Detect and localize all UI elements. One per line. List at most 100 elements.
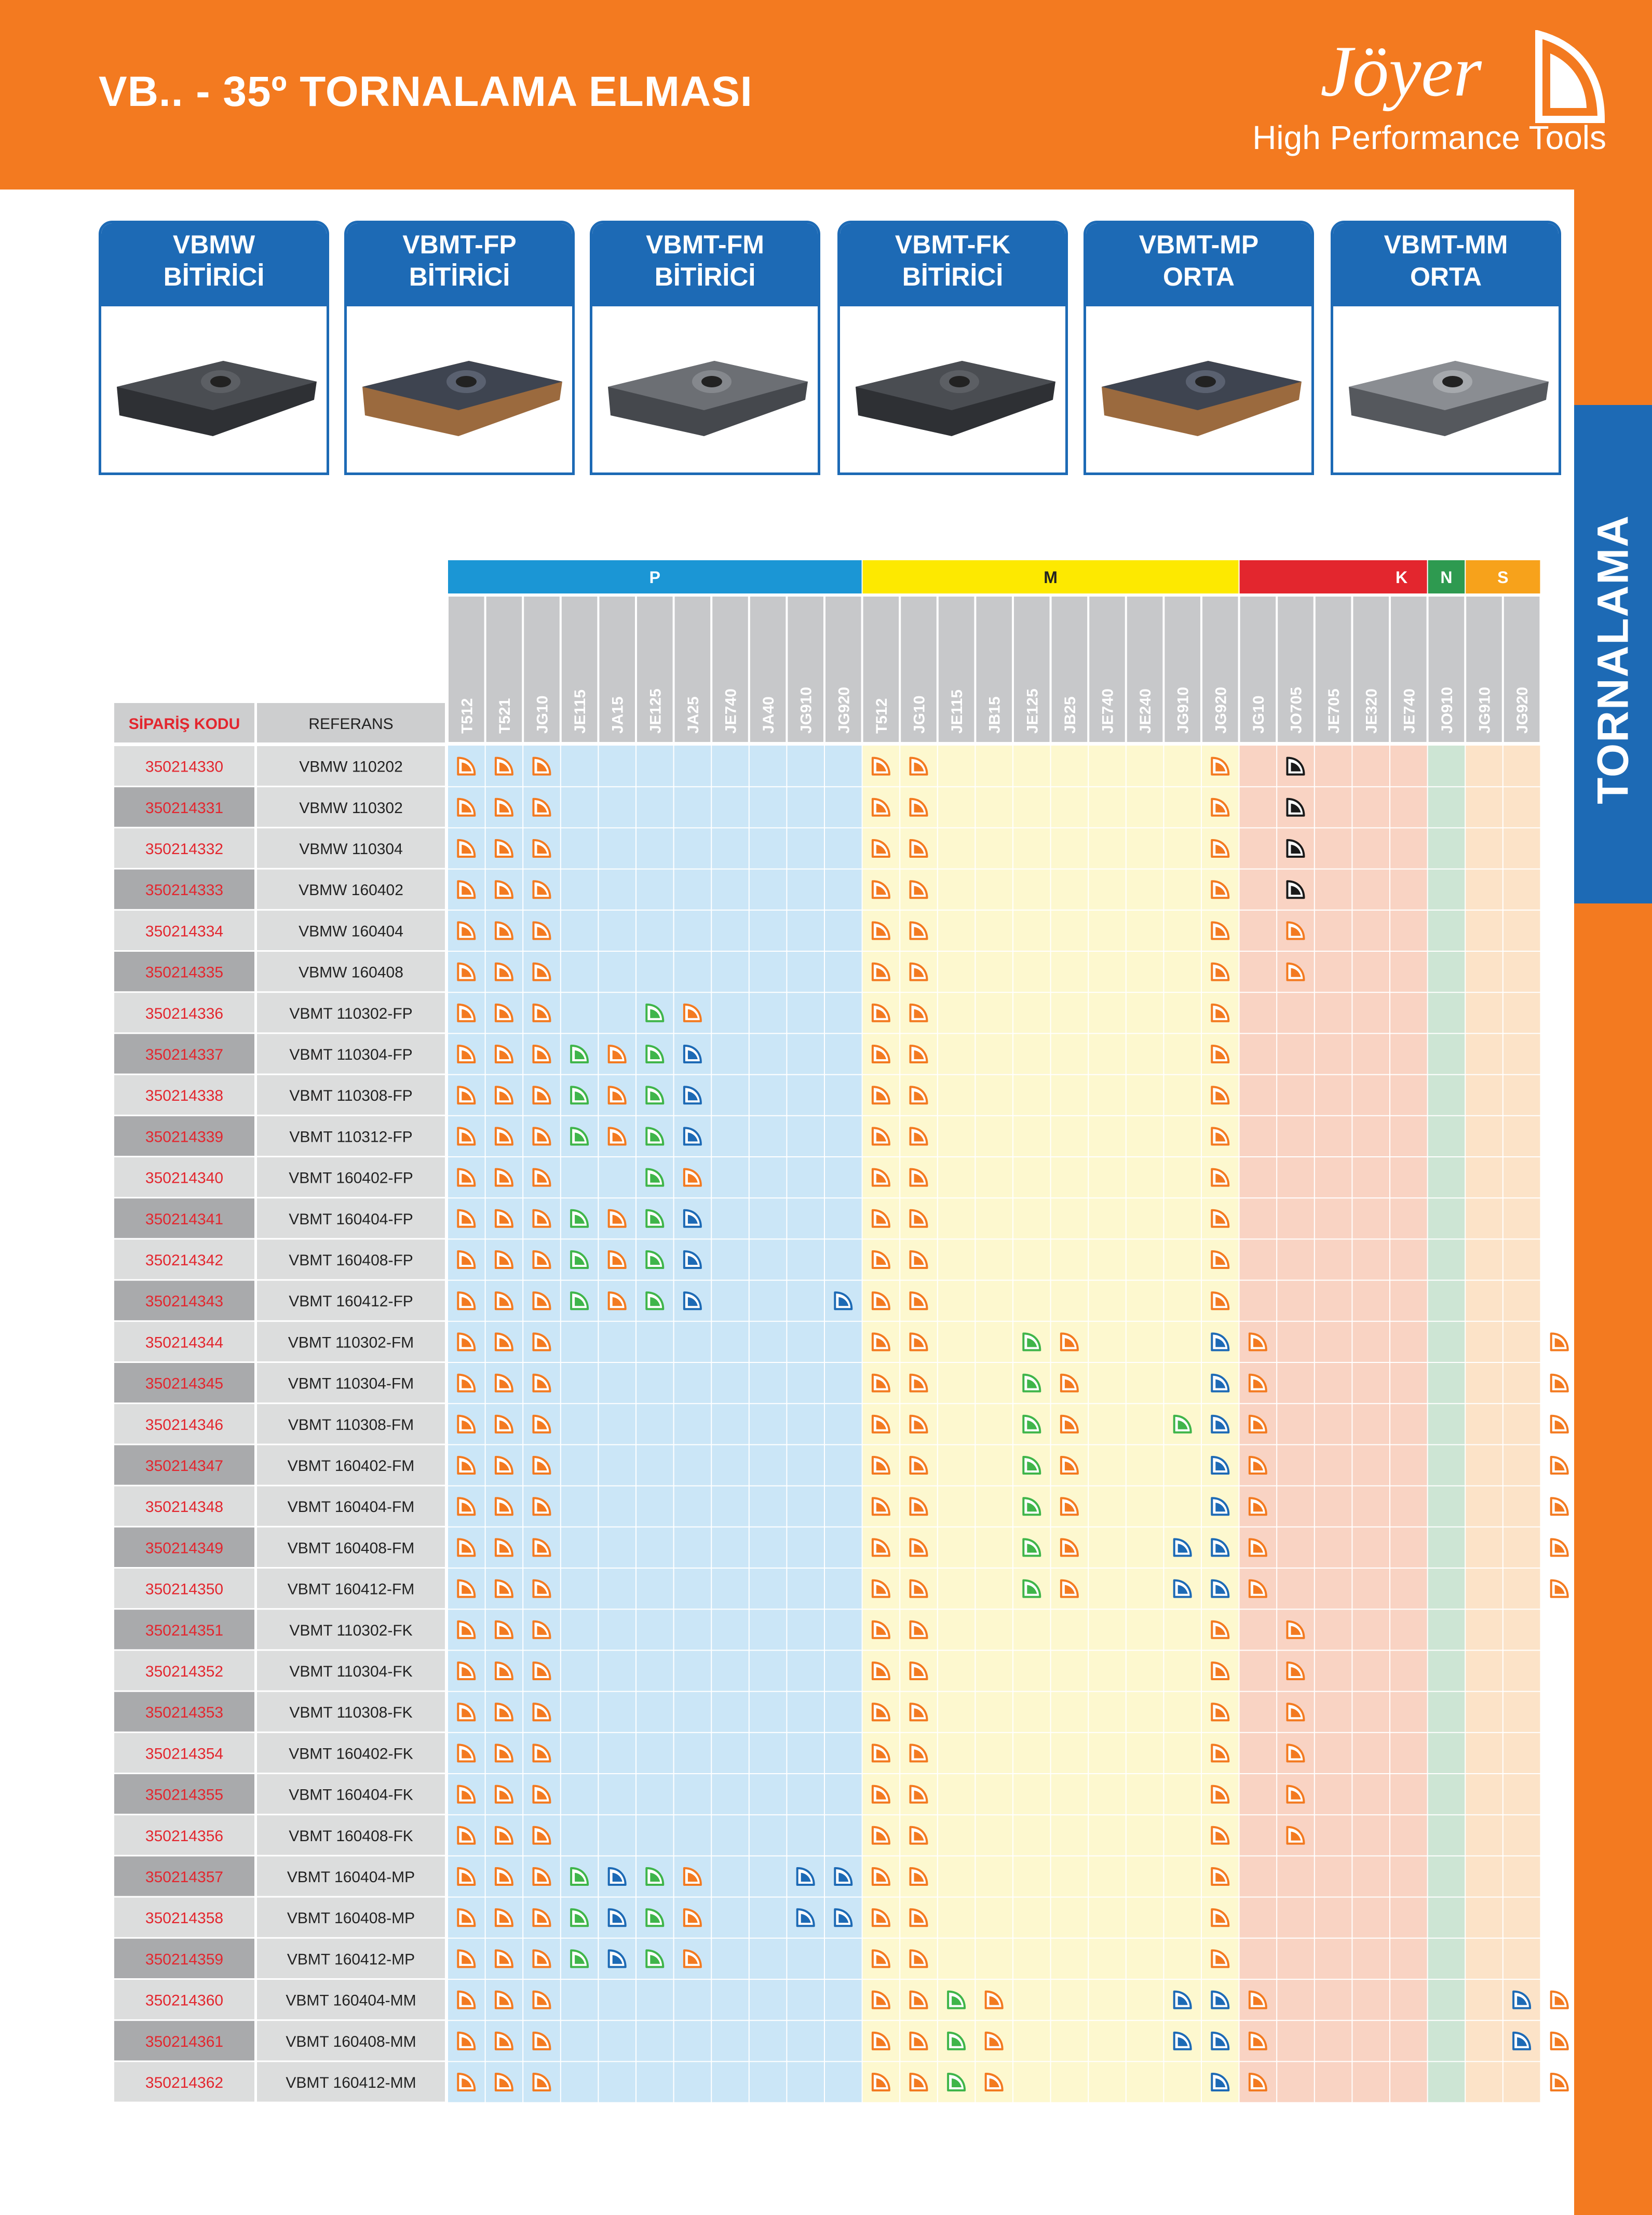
grade-mark-fill	[462, 1503, 472, 1512]
grade-mark-icon	[683, 1250, 702, 1269]
grade-mark-fill	[1215, 1297, 1226, 1306]
grade-mark-icon	[494, 921, 513, 940]
grade-mark-fill	[989, 2037, 999, 2046]
table-row-ref-cell	[257, 1116, 445, 1156]
grade-mark-icon	[1286, 1662, 1305, 1680]
grade-mark-icon	[871, 1414, 890, 1434]
reference-code: VBMW 110304	[299, 841, 403, 858]
grade-mark-icon	[1173, 1538, 1192, 1557]
grade-mark-fill	[1064, 1338, 1075, 1347]
order-code: 350214344	[145, 1334, 223, 1351]
grade-mark-fill	[1554, 2078, 1565, 2087]
grade-mark-fill	[499, 886, 509, 895]
grade-mark-fill	[914, 1091, 924, 1101]
insert-hole-inner	[1195, 376, 1216, 387]
grade-mark-fill	[876, 1914, 886, 1923]
grade-mark-fill	[1215, 968, 1226, 977]
grade-mark-icon	[494, 962, 513, 981]
grade-mark-icon	[494, 839, 513, 858]
grade-mark-icon	[1550, 1414, 1569, 1434]
reference-code: VBMT 160402-FM	[288, 1457, 415, 1475]
grade-mark-icon	[570, 1209, 589, 1228]
grade-mark-icon	[1060, 1456, 1079, 1475]
grade-mark-icon	[1550, 1538, 1569, 1557]
column-header-cell	[449, 597, 484, 742]
grade-mark-fill	[462, 1091, 472, 1101]
grade-mark-fill	[499, 1503, 509, 1512]
grade-mark-icon	[1286, 921, 1305, 940]
card-header: VBMW BİTİRİCİ	[101, 223, 327, 306]
reference-code: VBMT 160402-FK	[289, 1745, 413, 1762]
grade-mark-icon	[494, 2031, 513, 2050]
table-row-ref-cell	[257, 1486, 445, 1526]
grade-mark-fill	[612, 1256, 622, 1265]
table-row-code-cell	[114, 1569, 254, 1609]
grade-mark-icon	[532, 1990, 551, 2009]
grade-mark-fill	[687, 1873, 698, 1882]
grade-mark-fill	[1291, 803, 1301, 813]
table-row-ref-cell	[257, 1897, 445, 1937]
grade-mark-fill	[1215, 1462, 1226, 1470]
grade-mark-fill	[1554, 1420, 1565, 1429]
reference-code: VBMT 110308-FK	[289, 1704, 412, 1721]
grade-mark-fill	[537, 1667, 547, 1676]
grade-mark-icon	[1022, 1373, 1041, 1393]
grade-mark-fill	[838, 1873, 849, 1882]
grade-mark-fill	[537, 762, 547, 772]
grade-mark-fill	[952, 2078, 962, 2087]
table-row-code-cell	[114, 828, 254, 868]
grade-mark-icon	[947, 1990, 966, 2009]
grade-mark-icon	[871, 1209, 890, 1228]
grade-mark-fill	[1291, 845, 1301, 854]
grade-mark-fill	[914, 1297, 924, 1306]
grade-mark-fill	[876, 1462, 886, 1470]
card-header: VBMT-FM BİTİRİCİ	[592, 223, 818, 306]
grade-mark-icon	[532, 1332, 551, 1352]
column-header-label: JA15	[610, 696, 627, 734]
table-row-ref-cell	[257, 1938, 445, 1978]
column-header-label: JG10	[1250, 696, 1267, 734]
grade-mark-icon	[1550, 1456, 1569, 1475]
grade-mark-fill	[876, 1790, 886, 1800]
grade-mark-fill	[499, 845, 509, 854]
grade-mark-fill	[1215, 1626, 1226, 1635]
grade-mark-icon	[1248, 1414, 1267, 1434]
grade-mark-icon	[1211, 798, 1230, 817]
grade-mark-icon	[1060, 1332, 1079, 1352]
grade-mark-fill	[462, 1173, 472, 1183]
reference-code: VBMW 160408	[299, 964, 403, 981]
group-header-bar	[1428, 560, 1465, 593]
grade-mark-icon	[1022, 1332, 1041, 1352]
grade-mark-fill	[650, 1297, 660, 1306]
grade-mark-fill	[462, 1873, 472, 1882]
grade-mark-fill	[499, 1544, 509, 1553]
grade-mark-icon	[683, 1086, 702, 1105]
grade-mark-fill	[914, 1873, 924, 1882]
grade-mark-icon	[909, 1373, 928, 1393]
grade-mark-icon	[494, 2073, 513, 2091]
grade-mark-icon	[1211, 1086, 1230, 1105]
insert-hole-inner	[949, 376, 970, 387]
grade-mark-icon	[909, 1826, 928, 1845]
order-code: 350214352	[145, 1663, 223, 1680]
grade-mark-fill	[462, 1585, 472, 1594]
column-header-cell	[1391, 597, 1427, 742]
column-header-cell	[976, 597, 1012, 742]
grade-mark-icon	[1248, 1456, 1267, 1475]
grade-mark-fill	[1215, 1009, 1226, 1018]
grade-mark-icon	[909, 1291, 928, 1311]
product-card-vbmt-mp: VBMT-MP ORTA	[1084, 221, 1314, 475]
column-header-label: JE320	[1363, 688, 1380, 734]
column-header-label: JE740	[1100, 688, 1117, 734]
grade-mark-fill	[537, 1626, 547, 1635]
grade-mark-fill	[914, 1462, 924, 1470]
grade-mark-icon	[796, 1908, 815, 1927]
grade-mark-fill	[1215, 1914, 1226, 1923]
grade-mark-icon	[871, 1127, 890, 1146]
order-code: 350214332	[145, 841, 223, 858]
grade-mark-icon	[909, 1703, 928, 1722]
grade-mark-icon	[494, 757, 513, 776]
grade-mark-fill	[462, 1297, 472, 1306]
grade-mark-fill	[1253, 1338, 1263, 1347]
grade-mark-icon	[645, 1867, 665, 1886]
